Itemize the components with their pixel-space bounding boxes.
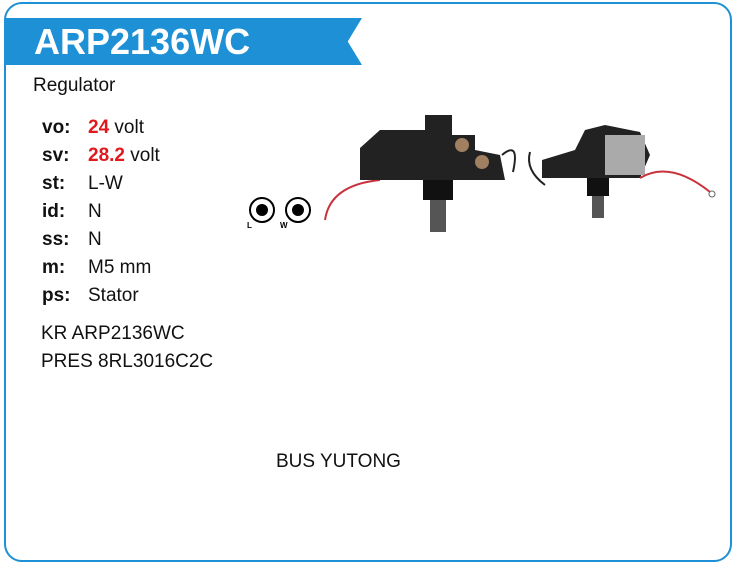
spec-key: sv:	[42, 145, 70, 166]
product-card	[4, 2, 732, 562]
spec-id: id: N	[42, 201, 102, 223]
spec-vo: vo: 24 volt	[42, 117, 144, 139]
spec-value: N	[88, 201, 102, 222]
spec-key: ss:	[42, 229, 70, 250]
spec-sv: sv: 28.2 volt	[42, 145, 160, 167]
terminal-diagram-icon: L W	[247, 197, 311, 230]
regulator-front-image	[324, 115, 516, 232]
spec-unit: volt	[109, 117, 144, 138]
spec-ps: ps: Stator	[42, 285, 139, 307]
title-banner	[5, 18, 362, 65]
spec-key: vo:	[42, 117, 71, 138]
cross-ref: KR ARP2136WC	[41, 323, 185, 344]
spec-key: st:	[42, 173, 66, 194]
spec-value: Stator	[88, 285, 139, 306]
spec-value: 28.2	[88, 145, 125, 166]
product-images: L W	[247, 115, 716, 232]
spec-ss: ss: N	[42, 229, 102, 251]
cross-ref: PRES 8RL3016C2C	[41, 351, 214, 372]
terminal-label: L	[247, 221, 252, 230]
spec-st: st: L-W	[42, 173, 123, 195]
product-title: ARP2136WC	[34, 21, 251, 62]
spec-key: m:	[42, 257, 66, 278]
spec-value: 24	[88, 117, 110, 138]
regulator-side-image	[528, 125, 716, 218]
application: BUS YUTONG	[276, 451, 401, 472]
spec-m: m: M5 mm	[42, 257, 151, 279]
product-category: Regulator	[33, 75, 116, 96]
spec-value: M5 mm	[88, 257, 152, 278]
spec-key: ps:	[42, 285, 71, 306]
spec-value: L-W	[88, 173, 123, 194]
spec-value: N	[88, 229, 102, 250]
spec-key: id:	[42, 201, 66, 222]
spec-unit: volt	[124, 145, 160, 166]
terminal-label: W	[280, 221, 288, 230]
